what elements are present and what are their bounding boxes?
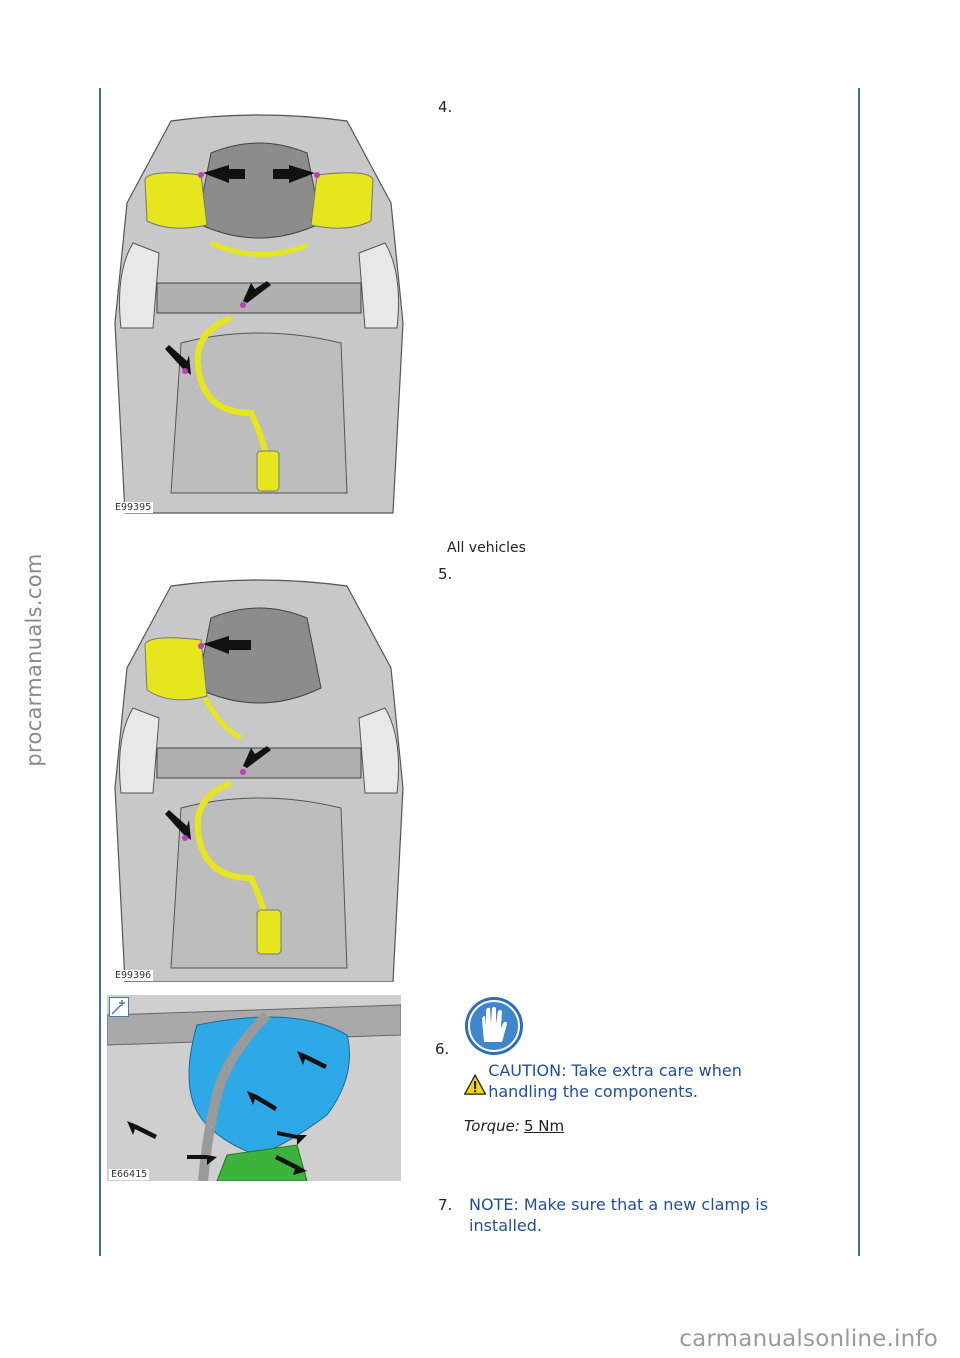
protective-gloves-icon bbox=[464, 996, 524, 1056]
heatshield-diagram bbox=[107, 995, 401, 1181]
figure-code: E66415 bbox=[109, 1169, 150, 1180]
torque-label: Torque: bbox=[464, 1117, 520, 1135]
note-text: NOTE: Make sure that a new clamp is inst… bbox=[469, 1195, 769, 1235]
step-4-number: 4. bbox=[438, 98, 453, 116]
right-margin-rule bbox=[858, 88, 860, 1256]
step-7-number: 7. bbox=[438, 1196, 453, 1214]
torque-value[interactable]: 5 Nm bbox=[523, 1117, 565, 1135]
underbody-illustration-step-4: E99395 bbox=[111, 113, 407, 514]
step-5-number: 5. bbox=[438, 565, 453, 583]
zoom-icon[interactable] bbox=[109, 997, 129, 1017]
underbody-diagram bbox=[114, 114, 404, 514]
figure-code: E99396 bbox=[113, 970, 154, 981]
underbody-illustration-step-5: E99396 bbox=[111, 578, 407, 982]
all-vehicles-caption: All vehicles bbox=[447, 540, 526, 556]
heatshield-illustration-step-6: E66415 bbox=[107, 995, 401, 1181]
bottom-watermark: carmanualsonline.info bbox=[679, 1326, 938, 1352]
left-margin-rule bbox=[99, 88, 101, 1256]
figure-code: E99395 bbox=[113, 502, 154, 513]
torque-spec: Torque:5 Nm bbox=[464, 1117, 564, 1135]
step-6-number: 6. bbox=[435, 1040, 450, 1058]
warning-triangle-icon bbox=[464, 1073, 487, 1095]
side-watermark: procarmanuals.com bbox=[22, 553, 46, 767]
caution-message: CAUTION: Take extra care when handling t… bbox=[464, 1060, 794, 1102]
underbody-diagram bbox=[114, 579, 404, 982]
caution-text: CAUTION: Take extra care when handling t… bbox=[488, 1061, 742, 1101]
